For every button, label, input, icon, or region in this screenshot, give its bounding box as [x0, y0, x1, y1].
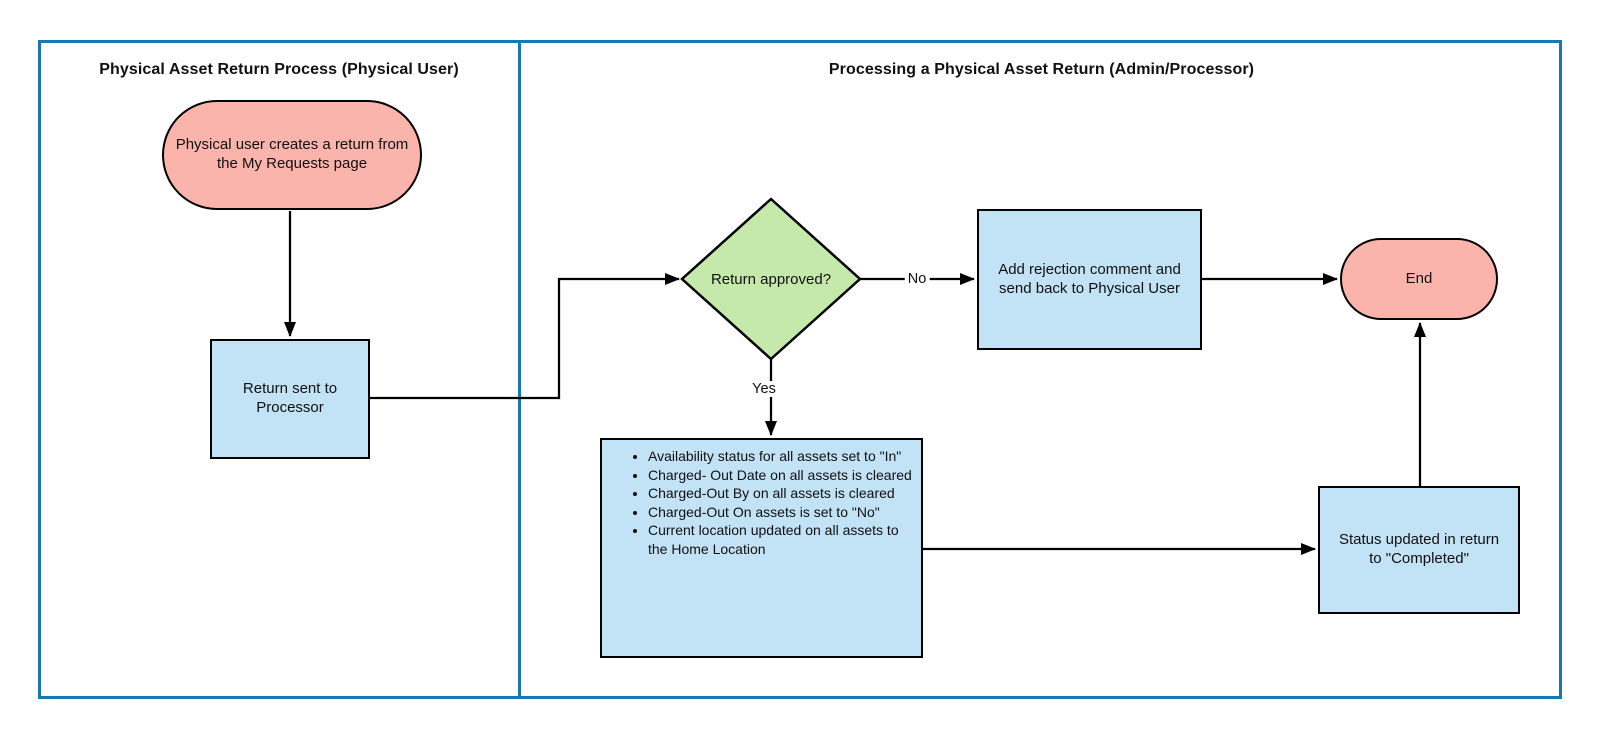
asset-update-item: Charged- Out Date on all assets is clear…	[648, 466, 913, 485]
asset-update-item: Availability status for all assets set t…	[648, 447, 913, 466]
connector-return-sent-to-decision	[370, 273, 680, 400]
terminator-start: Physical user creates a return from the …	[162, 100, 422, 210]
process-status-updated-label: Status updated in return to "Completed"	[1338, 531, 1500, 567]
asset-update-item: Current location updated on all assets t…	[648, 521, 913, 558]
lane-title-admin-processor: Processing a Physical Asset Return (Admi…	[828, 61, 1255, 78]
lane-divider	[518, 40, 521, 699]
terminator-end-label: End	[1405, 269, 1433, 287]
edge-label-yes: Yes	[749, 381, 779, 397]
process-add-rejection-comment: Add rejection comment and send back to P…	[977, 209, 1202, 350]
lane-title-physical-user: Physical Asset Return Process (Physical …	[99, 61, 459, 78]
asset-update-item: Charged-Out By on all assets is cleared	[648, 484, 913, 503]
edge-label-no: No	[904, 271, 930, 287]
terminator-start-label: Physical user creates a return from the …	[175, 136, 409, 172]
process-return-sent: Return sent to Processor	[210, 339, 370, 459]
process-asset-updates: Availability status for all assets set t…	[600, 438, 923, 658]
terminator-end: End	[1340, 238, 1498, 320]
process-status-updated: Status updated in return to "Completed"	[1318, 486, 1520, 614]
asset-updates-list: Availability status for all assets set t…	[602, 447, 921, 559]
process-return-sent-label: Return sent to Processor	[242, 380, 338, 416]
process-add-rejection-comment-label: Add rejection comment and send back to P…	[998, 260, 1181, 297]
asset-update-item: Charged-Out On assets is set to "No"	[648, 503, 913, 522]
decision-diamond-shape	[680, 197, 862, 361]
